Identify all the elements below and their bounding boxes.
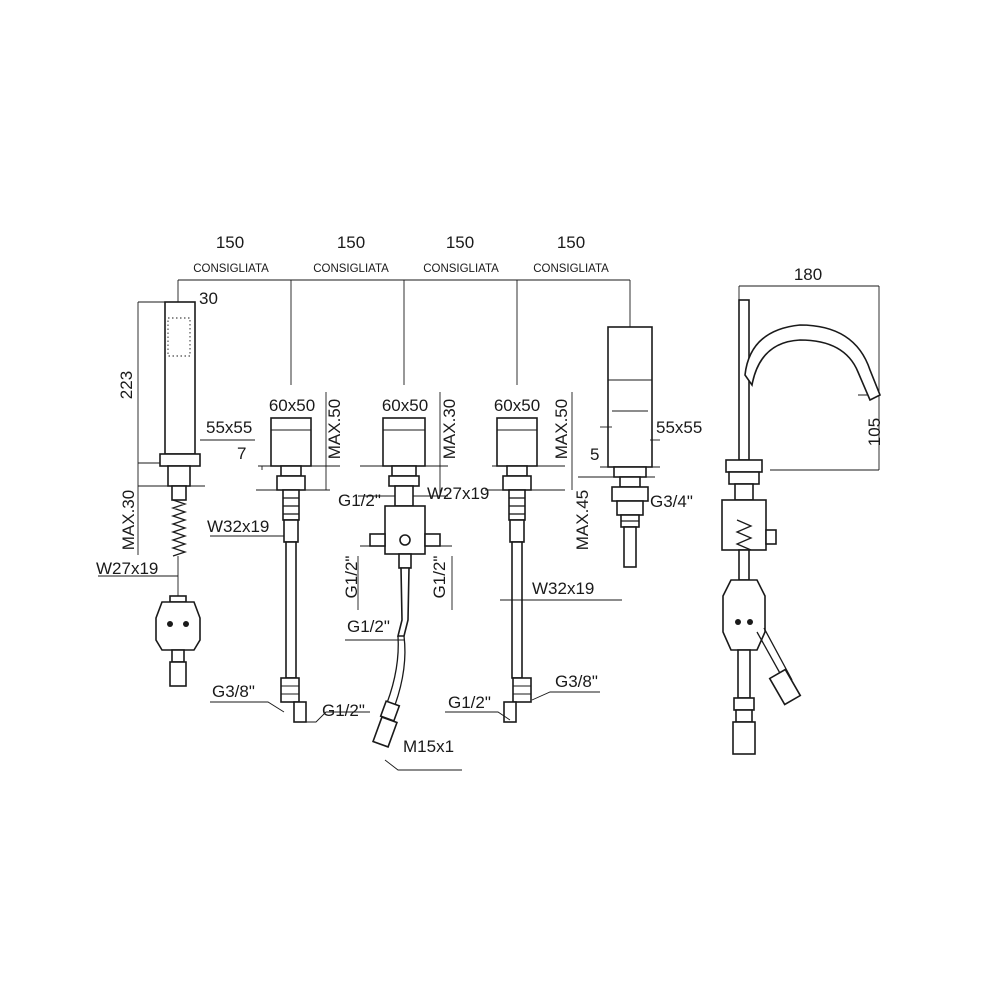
left-valve-size: 60x50 [269, 396, 315, 415]
spout-rise: 5 [590, 445, 599, 464]
spacing-label-2: 150 [337, 233, 365, 252]
right-valve-max: MAX.50 [552, 399, 571, 459]
left-valve-outlet: G1/2" [322, 701, 365, 720]
spacing-label-4: 150 [557, 233, 585, 252]
side-view-height: 105 [865, 418, 884, 446]
spout-base: 55x55 [656, 418, 702, 437]
hand-shower-width: 30 [199, 289, 218, 308]
hand-shower-drawing [98, 301, 255, 687]
hand-shower-connection: W27x19 [96, 559, 158, 578]
diverter-max: MAX.30 [440, 399, 459, 459]
spacing-dimension-chain [177, 279, 631, 385]
left-valve-max: MAX.50 [325, 399, 344, 459]
hand-shower-base: 55x55 [206, 418, 252, 437]
left-valve-rise: 7 [237, 444, 246, 463]
right-valve-thread: W32x19 [532, 579, 594, 598]
spacing-note-2: CONSIGLIATA [313, 263, 389, 275]
spacing-label-3: 150 [446, 233, 474, 252]
hand-shower-height: 223 [117, 371, 136, 399]
right-valve-outlet: G1/2" [448, 693, 491, 712]
left-valve-thread: W32x19 [207, 517, 269, 536]
left-valve-hose-end: G3/8" [212, 682, 255, 701]
spacing-label-1: 150 [216, 233, 244, 252]
left-valve-drawing [210, 392, 370, 723]
spout-thread: G3/4" [650, 492, 693, 511]
diverter-bottom: G1/2" [347, 617, 390, 636]
spacing-note-4: CONSIGLIATA [533, 263, 609, 275]
diverter-side-right: G1/2" [430, 556, 449, 599]
spout-max: MAX.45 [573, 490, 592, 550]
side-view-reach: 180 [794, 265, 822, 284]
diverter-stem-thread: W27x19 [427, 484, 489, 503]
spacing-note-3: CONSIGLIATA [423, 263, 499, 275]
diverter-drawing [345, 392, 462, 771]
diverter-size: 60x50 [382, 396, 428, 415]
spacing-note-1: CONSIGLIATA [193, 263, 269, 275]
diverter-top-thread: G1/2" [338, 491, 381, 510]
diverter-hose-end: M15x1 [403, 737, 454, 756]
right-valve-size: 60x50 [494, 396, 540, 415]
right-valve-drawing [445, 392, 622, 723]
diverter-side-left: G1/2" [342, 556, 361, 599]
spout-side-view-drawing [721, 285, 882, 755]
right-valve-hose-end: G3/8" [555, 672, 598, 691]
hand-shower-max: MAX.30 [119, 490, 138, 550]
spout-drawing [578, 326, 660, 568]
